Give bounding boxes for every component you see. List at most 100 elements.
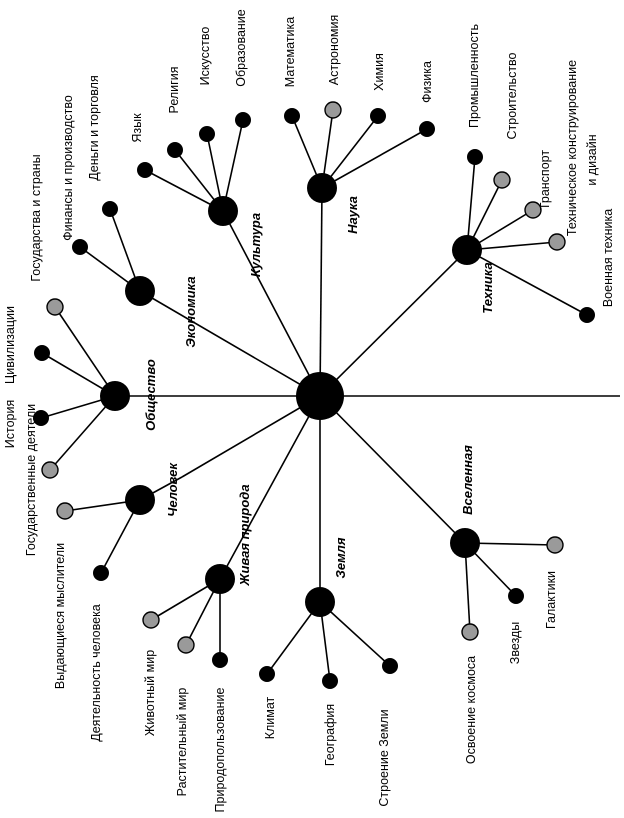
branch-label-technology: Техника: [480, 262, 495, 314]
leaf-label-thinkers: Выдающиеся мыслители: [53, 543, 67, 689]
branch-label-person: Человек: [165, 462, 180, 517]
leaf-node-human-activity: [93, 565, 109, 581]
branch-label-living-nature: Живая природа: [237, 484, 252, 586]
leaf-node-fauna: [142, 611, 160, 629]
leaf-node-nature-use: [212, 652, 228, 668]
edge-society-states: [49, 395, 116, 471]
leaf-label-galaxies: Галактики: [544, 571, 558, 629]
leaf-node-art: [199, 126, 215, 142]
edge-science-chemistry: [321, 115, 379, 189]
leaf-node-civilizations: [46, 298, 64, 316]
leaf-label-human-activity: Деятельность человека: [89, 604, 103, 742]
leaf-label-civilizations: Цивилизации: [3, 306, 17, 384]
leaf-node-transport: [524, 201, 542, 219]
leaf-label-language: Язык: [130, 113, 144, 143]
leaf-label-industry: Промышленность: [467, 24, 481, 128]
leaf-node-physics: [419, 121, 435, 137]
node-layer: [33, 101, 595, 689]
leaf-label-earth-structure: Строение Земли: [377, 709, 391, 806]
leaf-label-state-leaders: Государственные деятели: [24, 404, 38, 556]
leaf-node-religion: [167, 142, 183, 158]
edge-universe-galaxies: [464, 542, 556, 546]
edge-earth-earth-structure: [319, 601, 391, 667]
leaf-label-transport: Транспорт: [538, 150, 552, 210]
leaf-label-math: Математика: [283, 17, 297, 87]
leaf-node-earth-structure: [382, 658, 398, 674]
leaf-label-physics: Физика: [420, 61, 434, 103]
leaf-label-tech-design: Техническое конструирование: [565, 60, 579, 236]
leaf-label-education: Образование: [234, 9, 248, 87]
edge-technology-tech-design: [466, 241, 558, 251]
leaf-node-galaxies: [546, 536, 564, 554]
leaf-node-education: [235, 112, 251, 128]
branch-node-culture: [208, 196, 238, 226]
branch-label-culture: Культура: [248, 213, 263, 277]
leaf-label-nature-use: Природопользование: [213, 688, 227, 813]
leaf-node-geography: [322, 673, 338, 689]
branch-label-economy: Экономика: [183, 276, 198, 347]
branch-node-earth: [305, 587, 335, 617]
branch-node-living-nature: [205, 564, 235, 594]
branch-label-universe: Вселенная: [460, 445, 475, 515]
leaf-node-climate: [259, 666, 275, 682]
leaf-node-flora: [177, 636, 195, 654]
edge-center-economy: [139, 290, 321, 397]
leaf-node-construction: [493, 171, 511, 189]
leaf-node-chemistry: [370, 108, 386, 124]
leaf-label-space-exploration: Освоение космоса: [464, 656, 478, 764]
leaf-label-history: История: [3, 400, 17, 448]
edge-center-culture: [222, 210, 321, 397]
leaf-label-astronomy: Астрономия: [327, 15, 341, 85]
leaf-label-art: Искусство: [198, 27, 212, 86]
leaf-node-tech-design: [548, 233, 566, 251]
leaf-node-states: [41, 461, 59, 479]
leaf-node-money: [102, 201, 118, 217]
edge-center-science: [319, 187, 323, 397]
leaf-node-astronomy: [324, 101, 342, 119]
edge-center-living-nature: [219, 395, 321, 580]
leaf-label-geography: География: [323, 704, 337, 766]
leaf-node-language: [137, 162, 153, 178]
leaf-node-military: [579, 307, 595, 323]
leaf-label-chemistry: Химия: [372, 53, 386, 91]
leaf-node-history: [34, 345, 50, 361]
edge-technology-military: [466, 249, 588, 316]
leaf-label-climate: Климат: [263, 696, 277, 739]
branch-node-person: [125, 485, 155, 515]
leaf-node-stars: [508, 588, 524, 604]
leaf-node-state-leaders: [33, 410, 49, 426]
branch-label-science: Наука: [345, 196, 360, 234]
leaf-node-finance: [72, 239, 88, 255]
branch-node-society: [100, 381, 130, 411]
leaf-label-flora: Растительный мир: [175, 688, 189, 797]
branch-label-earth: Земля: [333, 537, 348, 578]
leaf-node-space-exploration: [461, 623, 479, 641]
branch-node-economy: [125, 276, 155, 306]
branch-node-science: [307, 173, 337, 203]
leaf-label-finance: Финансы и производство: [61, 95, 75, 241]
edge-center-technology: [319, 249, 468, 397]
leaf-label-states: Государства и страны: [29, 154, 43, 281]
branch-label-society: Общество: [143, 359, 158, 431]
edge-center-person: [181, 395, 321, 478]
edge-technology-industry: [466, 156, 476, 251]
edge-culture-education: [222, 119, 244, 212]
leaf-label-religion: Религия: [167, 67, 181, 114]
leaf-label-military: Военная техника: [601, 209, 615, 307]
leaf-node-industry: [467, 149, 483, 165]
branch-node-technology: [452, 235, 482, 265]
leaf-label-fauna: Животный мир: [143, 650, 157, 736]
edge-center-universe: [319, 395, 466, 544]
branch-node-universe: [450, 528, 480, 558]
leaf-label-stars: Звезды: [508, 622, 522, 664]
edge-society-civilizations: [54, 306, 116, 397]
leaf-node-math: [284, 108, 300, 124]
leaf-label-construction: Строительство: [505, 52, 519, 139]
center-node: [296, 372, 344, 420]
leaf-node-thinkers: [56, 502, 74, 520]
leaf-label-money: Деньги и торговля: [87, 75, 101, 180]
leaf-label-tech-design-line2: и дизайн: [585, 134, 599, 185]
